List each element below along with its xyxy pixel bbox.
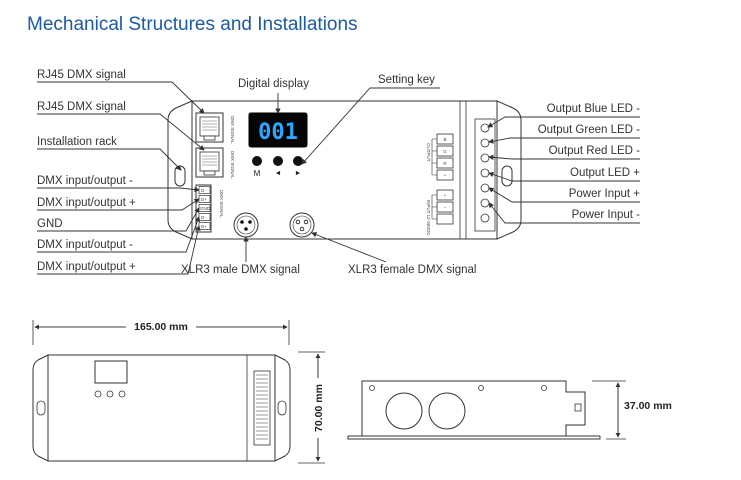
label-output-led-plus: Output LED +	[570, 167, 640, 179]
label-power-input-plus: Power Input +	[569, 188, 641, 200]
dimension-top-view: 165.00 mm 70.00 mm	[32, 319, 326, 464]
label-dmx-io-minus-2: DMX input/output -	[37, 239, 133, 251]
label-rj45-top: RJ45 DMX signal	[37, 69, 126, 81]
digital-display: 001	[248, 112, 308, 148]
dimension-side-view: 37.00 mm	[347, 380, 672, 440]
m-key[interactable]	[252, 156, 262, 166]
label-dmx-io-plus-2: DMX input/output +	[37, 261, 136, 273]
label-setting-key: Setting key	[378, 74, 435, 86]
terminal-plus-2: +	[444, 193, 447, 198]
label-output-red: Output Red LED -	[549, 145, 641, 157]
terminal-b: B	[443, 137, 446, 142]
label-output-green: Output Green LED -	[538, 124, 640, 136]
label-rj45-bottom: RJ45 DMX signal	[37, 101, 126, 113]
dimension-length: 165.00 mm	[134, 321, 188, 333]
output-terminal-block: OUTPUT INPUT 12-36VDC B G R + + −	[426, 133, 454, 236]
input-group-text: INPUT 12-36VDC	[426, 200, 431, 236]
xlr3-female-connector	[289, 212, 315, 238]
terminal-d-minus-1: D-	[201, 188, 206, 193]
page-title: Mechanical Structures and Installations	[27, 14, 358, 35]
xlr3-male-connector	[233, 212, 259, 238]
label-xlr3-male: XLR3 male DMX signal	[181, 264, 300, 276]
label-dmx-io-plus-1: DMX input/output +	[37, 197, 136, 209]
terminal-minus: −	[444, 205, 447, 210]
screw-terminal-column	[474, 118, 496, 232]
label-gnd: GND	[37, 218, 63, 230]
terminal-gnd: GND	[200, 206, 211, 211]
rj45-port-bottom-text: DMX SIGNAL	[230, 151, 235, 179]
controller-top-view: DMX SIGNAL DMX SIGNAL D- D+ GND D-	[167, 100, 522, 240]
display-value: 001	[258, 120, 298, 145]
xlr-side-text: DMX SIGNAL	[219, 190, 224, 218]
right-key[interactable]	[293, 156, 303, 166]
label-dmx-io-minus-1: DMX input/output -	[37, 175, 133, 187]
left-key[interactable]	[273, 156, 283, 166]
label-xlr3-female: XLR3 female DMX signal	[348, 264, 476, 276]
rj45-port-top: DMX SIGNAL	[195, 112, 235, 144]
terminal-d-plus-2: D+	[201, 224, 207, 229]
label-output-blue: Output Blue LED -	[547, 103, 640, 115]
label-power-input-minus: Power Input -	[572, 209, 641, 221]
left-key-label: ◄	[275, 170, 282, 177]
terminal-d-plus-1: D+	[201, 197, 207, 202]
m-key-label: M	[254, 169, 261, 178]
label-digital-display: Digital display	[238, 78, 309, 90]
right-key-label: ►	[295, 170, 302, 177]
dimension-width: 70.00 mm	[313, 384, 325, 432]
dimension-height: 37.00 mm	[624, 400, 672, 412]
label-installation-rack: Installation rack	[37, 136, 117, 148]
terminal-d-minus-2: D-	[201, 215, 206, 220]
output-group-text: OUTPUT	[426, 143, 431, 162]
terminal-g: G	[443, 149, 447, 154]
callout-lines	[37, 81, 640, 275]
rj45-port-bottom: DMX SIGNAL	[195, 147, 235, 179]
terminal-r: R	[443, 161, 447, 166]
rj45-port-top-text: DMX SIGNAL	[230, 116, 235, 144]
installation-rack-slot-right	[501, 165, 513, 187]
terminal-plus-1: +	[444, 173, 447, 178]
